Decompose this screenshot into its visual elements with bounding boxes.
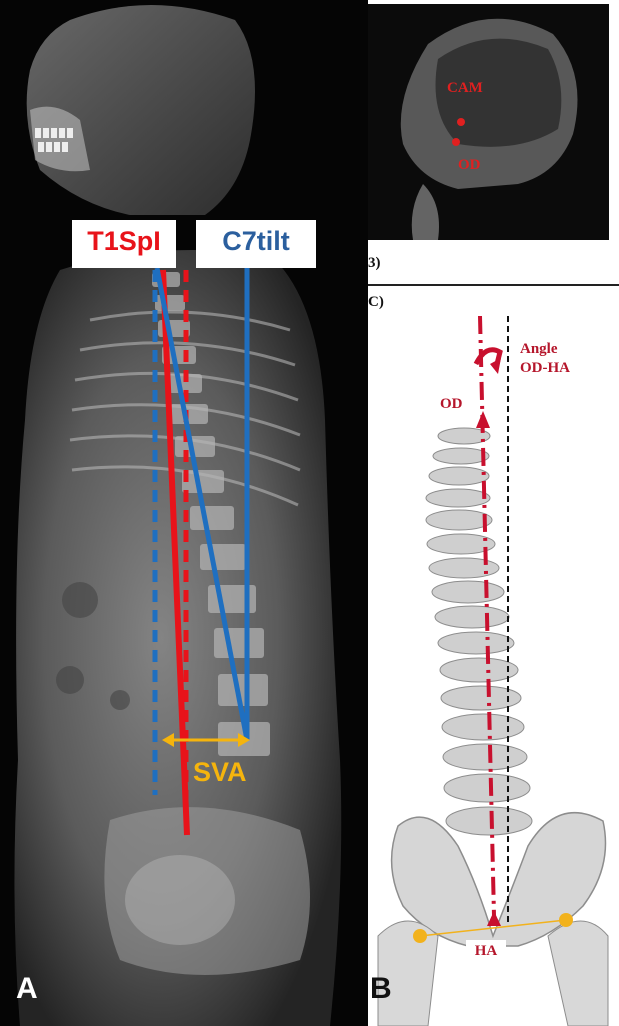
left-hip-center bbox=[413, 929, 427, 943]
sva-label: SVA bbox=[193, 757, 247, 788]
angle-label-line1: Angle bbox=[520, 340, 570, 359]
skull-image bbox=[368, 4, 609, 240]
ha-label: HA bbox=[466, 940, 506, 962]
right-hip-center bbox=[559, 913, 573, 927]
od-point bbox=[452, 138, 460, 146]
od-label: OD bbox=[440, 396, 463, 413]
t1spi-label: T1SpI bbox=[72, 220, 176, 268]
cam-label: CAM bbox=[447, 80, 483, 97]
panel-b-letter: B bbox=[370, 972, 392, 1006]
panel-skull-corner-fragment: 3) bbox=[368, 255, 381, 272]
panel-b-spine-model: Angle OD-HA OD HA B bbox=[368, 286, 619, 1026]
c7tilt-label: C7tilt bbox=[196, 220, 316, 268]
panel-a-radiograph: T1SpI C7tilt SVA A bbox=[0, 0, 368, 1026]
panel-a-image bbox=[0, 0, 368, 1026]
vertebral-column bbox=[426, 428, 532, 835]
od-arrowhead bbox=[476, 411, 490, 428]
angle-label: Angle OD-HA bbox=[520, 340, 570, 378]
panel-a-letter: A bbox=[16, 972, 38, 1006]
angle-label-line2: OD-HA bbox=[520, 359, 570, 378]
panel-b-corner-fragment: C) bbox=[368, 294, 384, 311]
panel-skull-radiograph: CAM OD bbox=[368, 4, 609, 240]
skull-od-label: OD bbox=[458, 157, 481, 174]
ha-marker bbox=[487, 911, 501, 926]
cam-point bbox=[457, 118, 465, 126]
panel-b-image bbox=[368, 286, 619, 1026]
